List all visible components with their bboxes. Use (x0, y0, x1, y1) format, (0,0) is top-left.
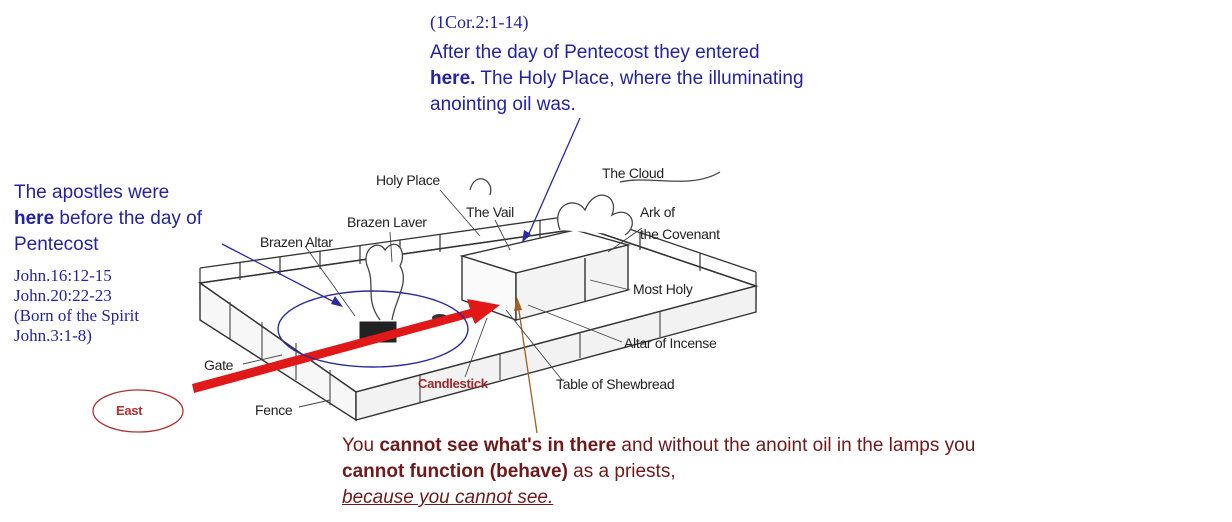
label-candlestick: Candlestick (418, 376, 488, 391)
label-fence: Fence (255, 402, 293, 418)
top-annotation-text: After the day of Pentecost they entered … (430, 40, 850, 118)
top-annotation-line1: After the day of Pentecost they entered (430, 42, 760, 63)
left-annotation-text: The apostles were here before the day of… (14, 180, 234, 258)
top-scripture-reference: (1Cor.2:1-14) (430, 12, 529, 32)
label-ark-covenant: the Covenant (640, 226, 720, 242)
scripture-ref: John.16:12-15 (14, 266, 112, 285)
label-altar-of-incense: Altar of Incense (624, 335, 717, 351)
label-brazen-laver: Brazen Laver (347, 214, 427, 230)
bottom-annotation-text: You cannot see what's in there and witho… (342, 433, 982, 511)
left-annotation-line1: The apostles were (14, 182, 170, 203)
scripture-ref: John.3:1-8) (14, 326, 92, 345)
left-annotation-rest: before the day of Pentecost (14, 208, 203, 255)
entry-path-arrow (192, 299, 500, 393)
bottom-part1: You (342, 435, 380, 456)
left-scripture-references: John.16:12-15 John.20:22-23 (Born of the… (14, 266, 139, 346)
arrowhead-brown (514, 297, 522, 311)
label-holy-place: Holy Place (376, 172, 440, 188)
top-annotation-rest: The Holy Place, where the illuminating a… (430, 68, 804, 115)
annotation-arrow-brown (517, 303, 538, 434)
scripture-ref: John.20:22-23 (14, 286, 112, 305)
left-annotation-bold: here (14, 208, 55, 229)
bottom-part3: as a priests, (567, 461, 676, 482)
bottom-italic: because you cannot see. (342, 487, 554, 508)
front-fence-right (355, 285, 757, 421)
label-table-of-shewbread: Table of Shewbread (556, 376, 675, 392)
bottom-bold2: cannot function (behave) (342, 461, 568, 482)
east-oval (92, 389, 184, 433)
outer-court-ellipse (277, 290, 469, 368)
label-leaders (242, 189, 643, 408)
label-brazen-altar: Brazen Altar (260, 234, 333, 250)
arrowhead-top (522, 230, 531, 243)
scripture-ref: (Born of the Spirit (14, 306, 140, 325)
bottom-part2: and without the anoint oil in the lamps … (616, 435, 976, 456)
label-most-holy: Most Holy (633, 281, 693, 297)
cloud-curl (469, 171, 721, 196)
altar-smoke (365, 243, 405, 321)
label-the-vail: The Vail (466, 204, 514, 220)
arrowhead-left (331, 296, 343, 307)
cloud-smoke (557, 194, 633, 236)
label-east: East (116, 403, 143, 418)
top-annotation-bold: here. (430, 68, 476, 89)
tabernacle-tent (459, 229, 631, 322)
label-ark: Ark of (640, 204, 675, 220)
bottom-bold1: cannot see what's in there (379, 435, 617, 456)
annotation-arrows-blue (221, 117, 581, 305)
label-the-cloud: The Cloud (602, 165, 664, 181)
label-gate: Gate (204, 357, 234, 373)
